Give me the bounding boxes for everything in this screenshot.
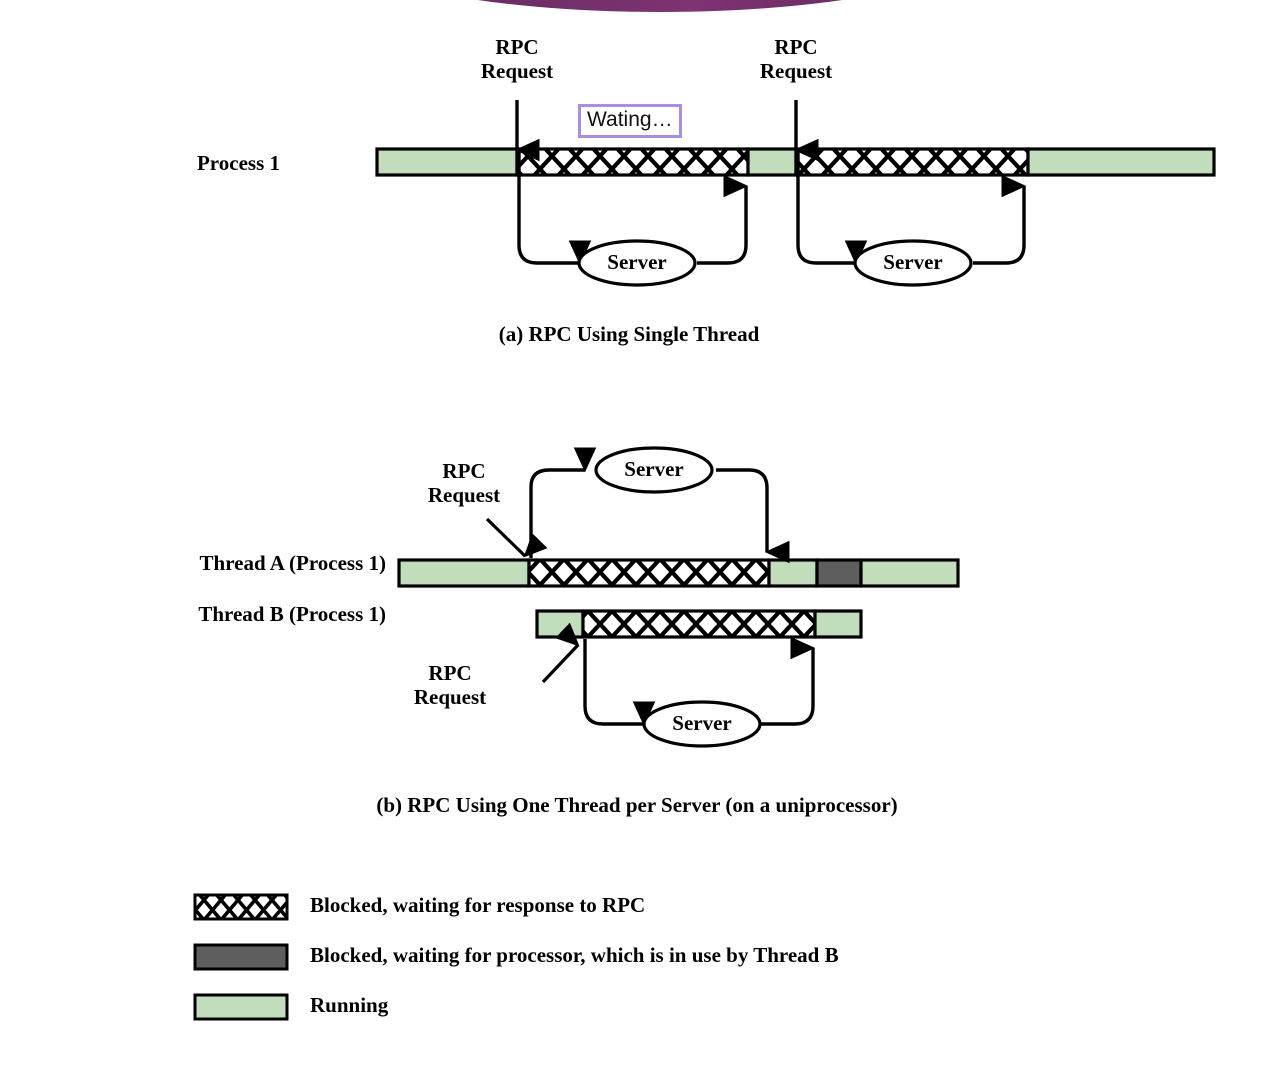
legend-label-blocked-rpc: Blocked, waiting for response to RPC [310,893,646,917]
panel-b-row-label-thread-a: Thread A (Process 1) [199,551,386,575]
segment-running [746,147,798,177]
segment-blocked-rpc [581,609,817,639]
rpc-request-label-thread-b: RPC Request [413,661,487,709]
legend-label-blocked-processor: Blocked, waiting for processor, which is… [310,943,839,967]
panel-a-timeline [375,147,1216,177]
segment-running [1026,147,1216,177]
legend-swatches [193,893,289,1021]
server-label-a1: Server [607,250,667,274]
rpc-request-label-2: RPC Request [759,35,833,83]
segment-running [767,558,819,588]
legend-label-running: Running [310,993,389,1017]
segment-running [397,558,531,588]
server-label-b1: Server [624,457,684,481]
segment-running [375,147,519,177]
panel-b-caption: (b) RPC Using One Thread per Server (on … [376,793,898,817]
decorative-arc [477,0,843,12]
panel-b-thread-a-timeline [397,558,960,588]
legend-swatch-hatch [193,893,289,921]
panel-a-server-2 [853,239,973,287]
panel-b-row-label-thread-b: Thread B (Process 1) [198,602,386,626]
segment-blocked-rpc [515,147,750,177]
legend-swatch-dark-gray [193,943,289,971]
segment-blocked-rpc [794,147,1030,177]
segment-blocked-processor [815,558,863,588]
segment-running [813,609,863,639]
panel-a-rpc-call-1 [517,150,749,266]
segment-blocked-rpc [527,558,771,588]
rpc-request-label-thread-a: RPC Request [427,459,501,507]
panel-a-row-label: Process 1 [196,151,280,175]
server-label-b2: Server [672,711,732,735]
waiting-callout[interactable]: Wating… [578,104,682,139]
segment-running [535,609,585,639]
panel-b-thread-b-rpc-call [583,636,816,727]
panel-b-thread-a-rpc-call [529,447,790,564]
legend-swatch-green [193,993,289,1021]
panel-b-server-a [594,446,714,494]
panel-a-server-1 [577,239,697,287]
server-label-a2: Server [883,250,943,274]
segment-running [859,558,960,588]
panel-b-thread-b-request-arrow [541,622,580,684]
panel-b-server-b [642,700,762,748]
rpc-request-label-1: RPC Request [480,35,554,83]
panel-a-rpc-call-2 [796,150,1027,266]
panel-b-thread-b-timeline [535,609,863,639]
panel-b-thread-a-request-arrow [485,517,548,558]
panel-a-caption: (a) RPC Using Single Thread [498,322,760,346]
panel-a-request-arrows [514,100,819,162]
